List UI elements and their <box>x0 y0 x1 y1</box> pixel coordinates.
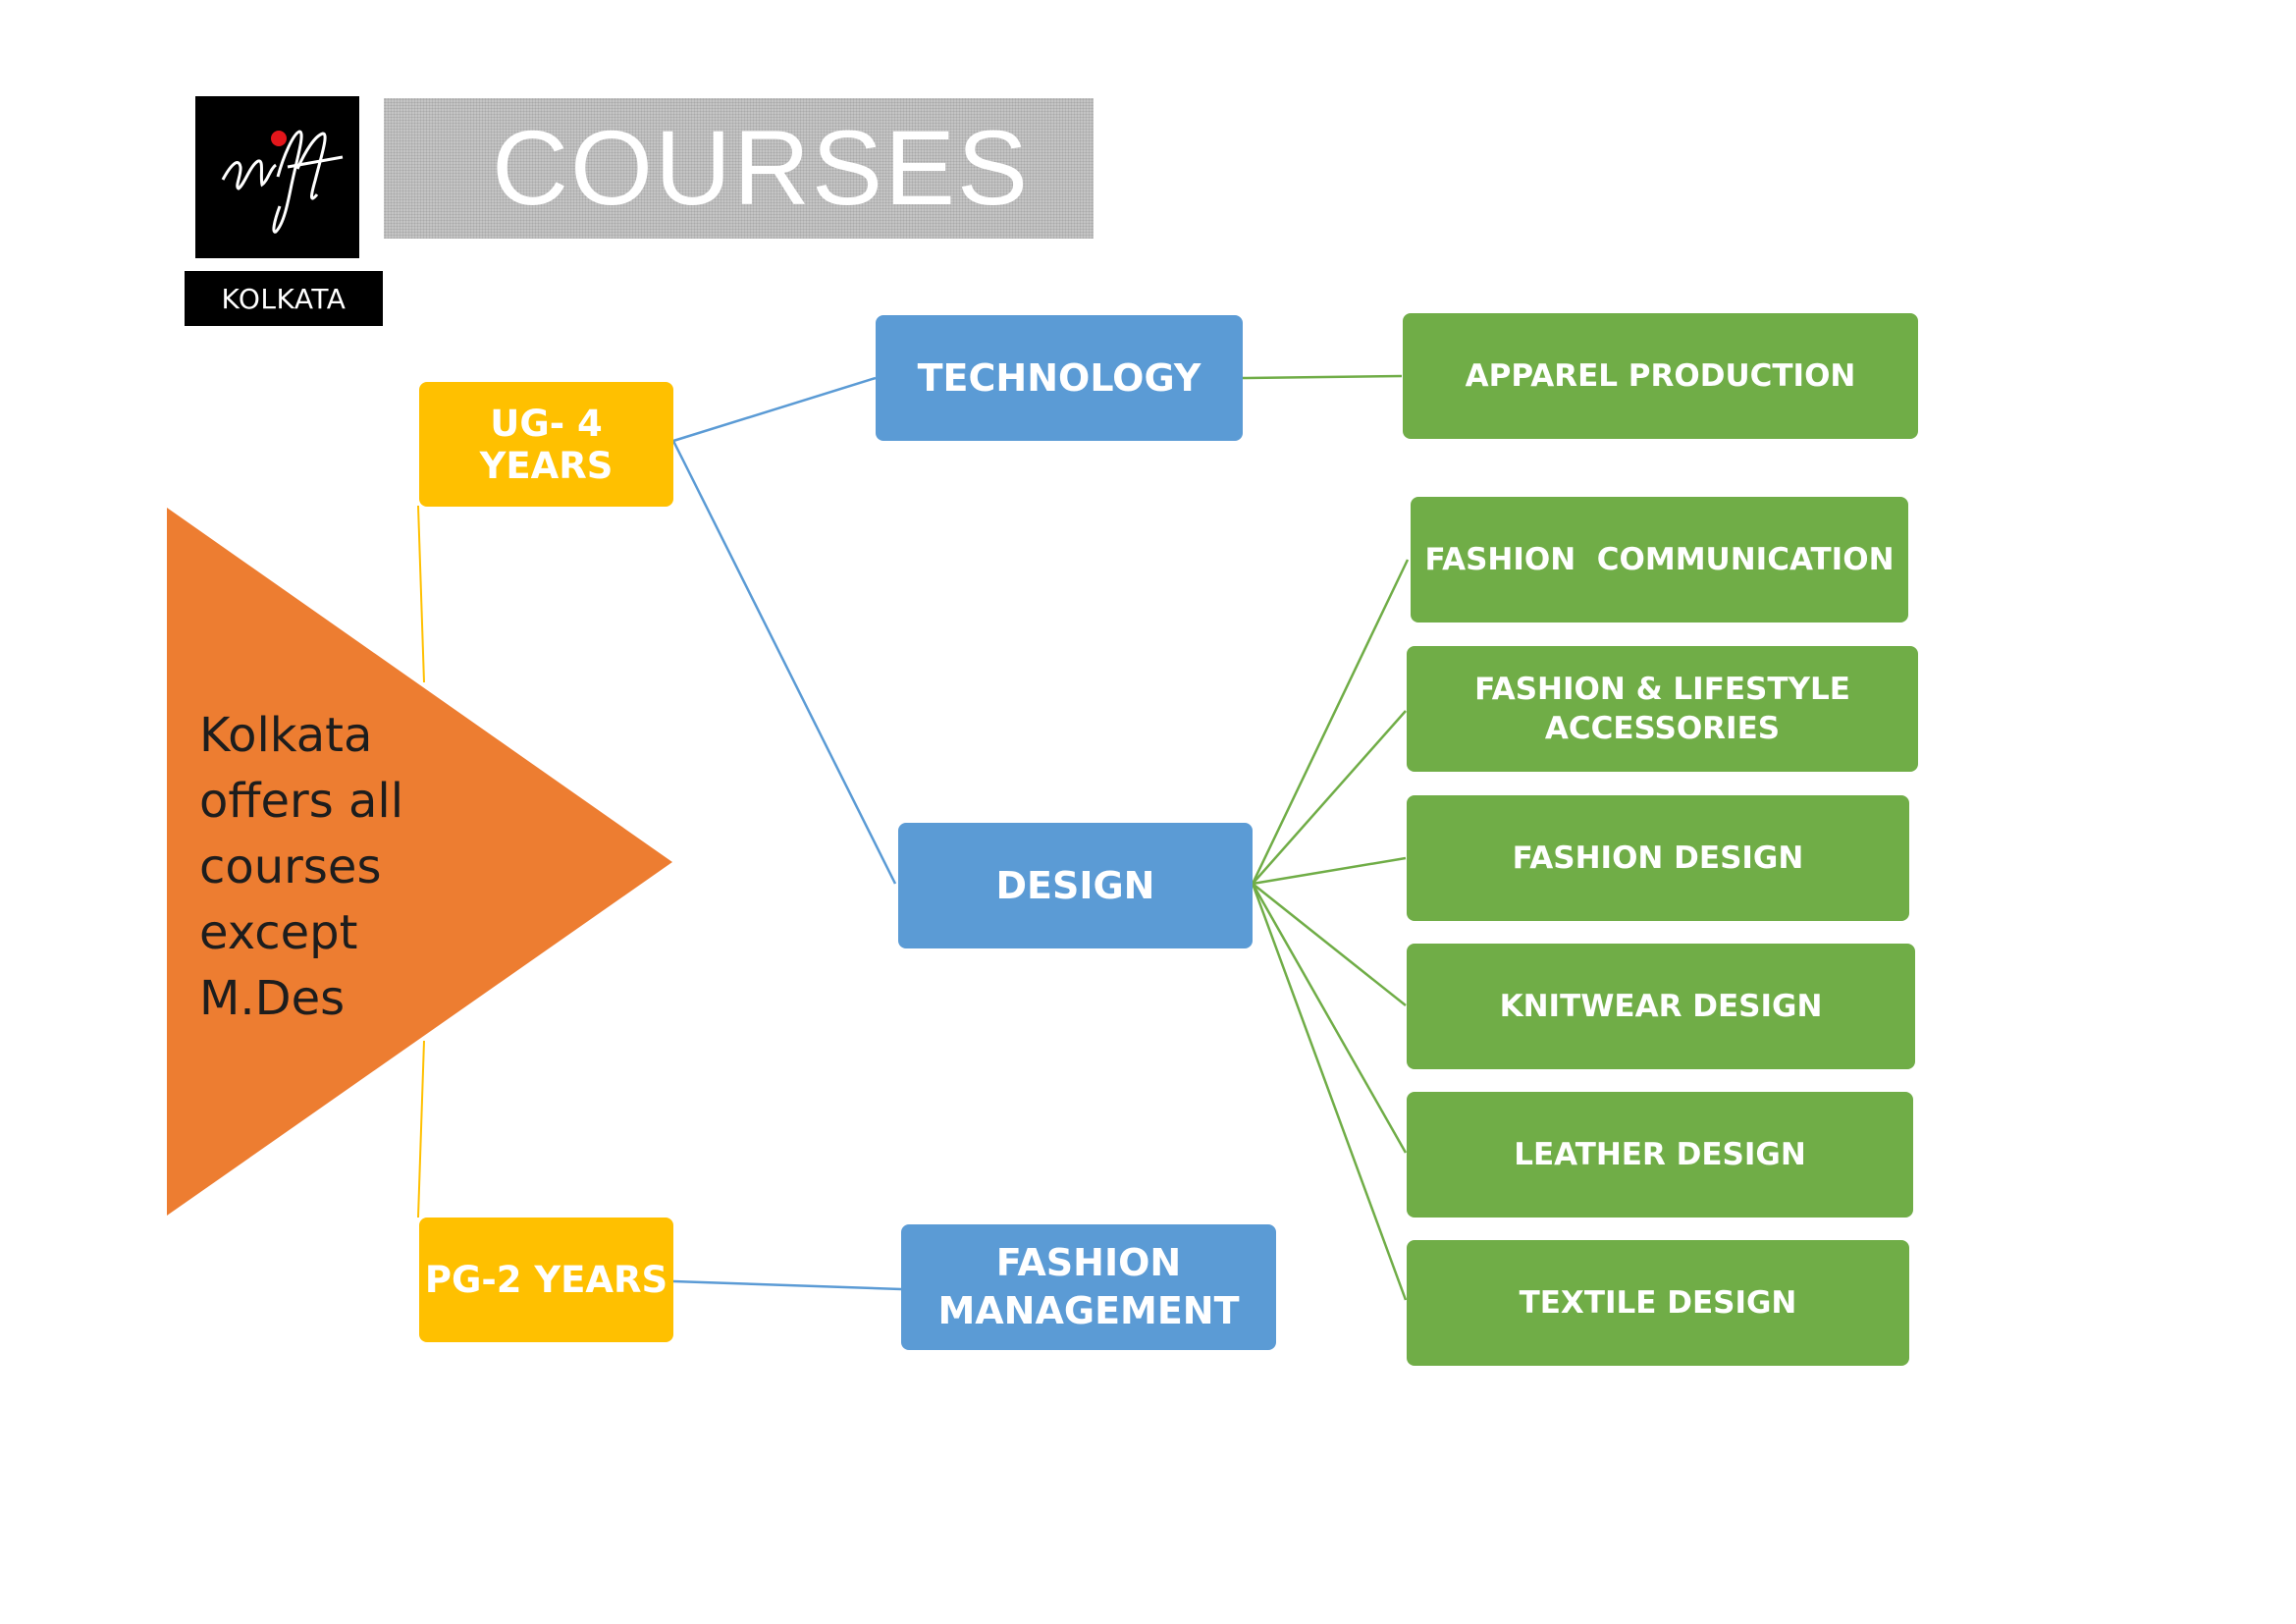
city-label: KOLKATA <box>185 271 383 326</box>
nift-logo <box>195 96 359 258</box>
stream-fashion-management: FASHION MANAGEMENT <box>901 1224 1276 1350</box>
level-ug: UG- 4 YEARS <box>419 382 673 507</box>
course-fashion-design: FASHION DESIGN <box>1407 795 1909 921</box>
connector-design-fashion <box>1252 856 1407 886</box>
connector-design-accessories <box>1252 710 1407 885</box>
course-knitwear-design: KNITWEAR DESIGN <box>1407 944 1915 1069</box>
connector-ug-design <box>671 440 897 885</box>
title-banner: COURSES <box>384 98 1094 239</box>
course-fashion-lifestyle-accessories: FASHION & LIFESTYLE ACCESSORIES <box>1407 646 1918 772</box>
nift-logo-mark <box>221 130 344 234</box>
connector-design-leather <box>1251 883 1408 1154</box>
course-fashion-communication: FASHION COMMUNICATION <box>1411 497 1908 623</box>
connector-design-communication <box>1251 559 1410 885</box>
connector-ug <box>417 505 425 683</box>
course-textile-design: TEXTILE DESIGN <box>1407 1240 1909 1366</box>
connector-design-textile <box>1251 883 1408 1301</box>
connector-design-knitwear <box>1252 883 1407 1006</box>
course-apparel-production: APPAREL PRODUCTION <box>1403 313 1918 439</box>
connector-pg-management <box>672 1279 902 1291</box>
stream-technology: TECHNOLOGY <box>876 315 1243 441</box>
connector-pg <box>417 1040 425 1218</box>
page-title: COURSES <box>492 108 1031 227</box>
connector-ug-technology <box>672 376 877 443</box>
level-pg: PG-2 YEARS <box>419 1218 673 1342</box>
connector-technology-apparel <box>1242 374 1403 380</box>
kolkata-triangle <box>167 508 672 1216</box>
triangle-caption: Kolkata offers all courses except M.Des <box>199 708 404 1026</box>
stream-design: DESIGN <box>898 823 1253 948</box>
course-leather-design: LEATHER DESIGN <box>1407 1092 1913 1218</box>
